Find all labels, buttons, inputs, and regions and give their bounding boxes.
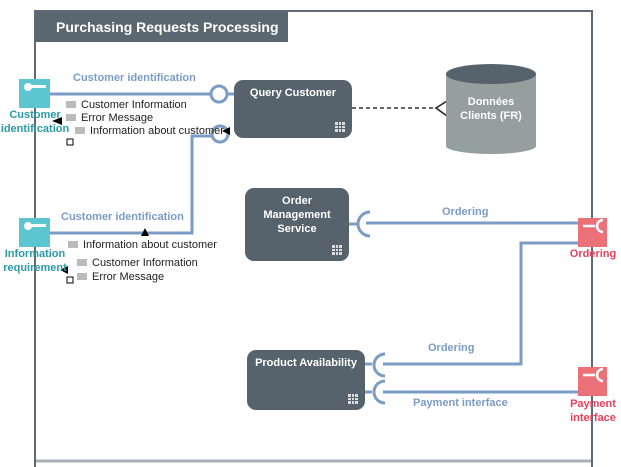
message-arrow-icon bbox=[222, 127, 230, 135]
component-label: Management bbox=[263, 209, 331, 221]
message-item[interactable]: Error Message bbox=[66, 111, 224, 124]
required-interface-socket bbox=[356, 210, 371, 238]
message-item[interactable]: Error Message bbox=[77, 270, 217, 283]
message-label: Customer Information bbox=[92, 256, 198, 269]
connector-label: Ordering bbox=[428, 342, 475, 354]
datastore-label-line: Clients (FR) bbox=[460, 110, 522, 122]
grid-icon bbox=[348, 394, 358, 404]
message-arrow-icon bbox=[52, 117, 62, 125]
message-item[interactable]: Customer Information bbox=[77, 256, 217, 269]
provided-port-icon bbox=[19, 79, 50, 247]
dependency-arrowhead bbox=[434, 100, 448, 117]
message-item[interactable]: Information about customer bbox=[68, 238, 217, 251]
connector-label: Ordering bbox=[442, 206, 489, 218]
link-icon bbox=[66, 138, 74, 146]
port-label-payment-interface: Payment interface bbox=[565, 397, 621, 425]
envelope-icon bbox=[68, 241, 78, 248]
component-query-customer[interactable]: Query Customer bbox=[234, 80, 352, 138]
connector-ordering-bottom[interactable] bbox=[383, 241, 578, 366]
message-list-mid: Information about customer Customer Info… bbox=[68, 238, 217, 283]
required-interface-socket bbox=[372, 352, 386, 378]
message-list-top: Customer Information Error Message Infor… bbox=[66, 98, 224, 137]
port-label-information-requirement: Information requirement bbox=[0, 247, 70, 275]
message-item[interactable]: Customer Information bbox=[66, 98, 224, 111]
envelope-icon bbox=[77, 259, 87, 266]
port-label-ordering: Ordering bbox=[569, 248, 617, 260]
message-arrow-icon bbox=[141, 228, 149, 236]
component-order-management-service[interactable]: Order Management Service bbox=[245, 188, 349, 261]
envelope-icon bbox=[66, 101, 76, 108]
connector-label: Customer identification bbox=[73, 72, 196, 84]
component-product-availability[interactable]: Product Availability bbox=[247, 350, 365, 410]
connector-label: Customer identification bbox=[61, 211, 184, 223]
component-label: Product Availability bbox=[255, 357, 357, 369]
port-label-line: interface bbox=[570, 412, 616, 424]
envelope-icon bbox=[66, 114, 76, 121]
port-label-line: identification bbox=[0, 123, 70, 135]
message-label: Information about customer bbox=[90, 124, 224, 137]
message-label: Error Message bbox=[92, 270, 165, 283]
connector-information-requirement[interactable] bbox=[50, 134, 212, 235]
link-icon bbox=[66, 276, 74, 284]
component-label: Order bbox=[282, 195, 312, 207]
component-label: Service bbox=[277, 223, 317, 235]
port-label-line: Information bbox=[4, 248, 66, 260]
required-interface-socket bbox=[372, 379, 386, 405]
envelope-icon bbox=[77, 273, 87, 280]
message-label: Customer Information bbox=[81, 98, 187, 111]
component-label: Query Customer bbox=[249, 87, 337, 99]
message-item[interactable]: Information about customer bbox=[75, 124, 224, 137]
envelope-icon bbox=[75, 127, 85, 134]
port-label-line: Payment bbox=[570, 398, 616, 410]
datastore-cylinder[interactable] bbox=[446, 64, 536, 154]
port-label-line: Customer bbox=[9, 109, 61, 121]
message-arrow-icon bbox=[60, 266, 68, 274]
connector-label: Payment interface bbox=[413, 397, 508, 409]
container-title[interactable]: Purchasing Requests Processing bbox=[36, 12, 288, 42]
message-label: Information about customer bbox=[83, 238, 217, 251]
required-port-icon bbox=[578, 218, 607, 396]
message-label: Error Message bbox=[81, 111, 154, 124]
grid-icon bbox=[332, 245, 342, 255]
grid-icon bbox=[335, 122, 345, 132]
datastore-label: Données Clients (FR) bbox=[446, 95, 536, 123]
datastore-label-line: Données bbox=[467, 96, 515, 108]
port-label-customer-identification: Customer identification bbox=[0, 108, 70, 136]
port-label-line: requirement bbox=[3, 262, 67, 274]
